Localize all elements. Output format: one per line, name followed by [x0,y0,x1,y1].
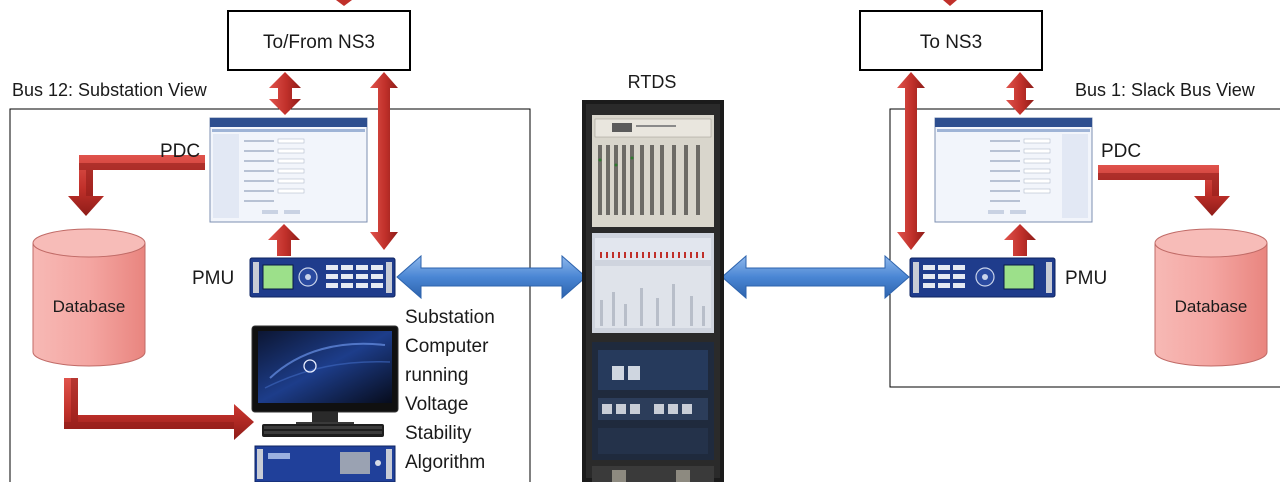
pmu-device-left [249,257,396,298]
to-from-ns3-box: To/From NS3 [227,10,411,71]
computer-caption-line-3: running [405,365,468,386]
top-arrowhead-left [336,0,352,6]
pmu-label-right: PMU [1065,268,1107,289]
top-arrowhead-right [943,0,957,6]
computer-caption-line-6: Algorithm [405,452,485,473]
rtds-title: RTDS [628,72,677,92]
ns3-pdc-double-arrow-right [1006,72,1034,115]
pmu-rtds-link-right [721,254,910,300]
database-left: Database [32,228,146,367]
pdc-to-database-arrow-right [1098,165,1230,216]
database-label-right: Database [1175,297,1248,316]
computer-caption-line-4: Voltage [405,394,468,415]
substation-computer [251,325,399,482]
computer-caption: Substation Computer running Voltage Stab… [405,307,495,473]
ns3-pmu-double-arrow-left [370,72,398,250]
pmu-to-pdc-arrow-left [268,224,300,256]
database-to-computer-arrow [64,378,254,440]
database-right: Database [1154,228,1268,367]
pmu-label-left: PMU [192,268,234,289]
pdc-label-left: PDC [160,141,200,162]
right-view-title: Bus 1: Slack Bus View [1075,80,1256,100]
pdc-screen-left [209,117,368,223]
left-view-title: Bus 12: Substation View [12,80,208,100]
left-view-frame [9,108,531,482]
computer-caption-line-1: Substation [405,307,495,328]
ns3-pdc-double-arrow-left [269,72,301,115]
computer-caption-line-2: Computer [405,336,489,357]
pdc-screen-right [934,117,1093,223]
database-label-left: Database [53,297,126,316]
right-view-frame [889,108,1280,388]
ns3-pmu-double-arrow-right [897,72,925,250]
to-ns3-box: To NS3 [859,10,1043,71]
to-ns3-label: To NS3 [920,32,982,53]
pdc-to-database-arrow-left [68,155,205,216]
to-from-ns3-label: To/From NS3 [263,32,375,53]
rtds-rack [582,100,724,482]
pdc-label-right: PDC [1101,141,1141,162]
computer-caption-line-5: Stability [405,423,472,444]
pmu-rtds-link-left [396,254,587,300]
pmu-to-pdc-arrow-right [1004,224,1036,256]
pmu-device-right [909,257,1056,298]
